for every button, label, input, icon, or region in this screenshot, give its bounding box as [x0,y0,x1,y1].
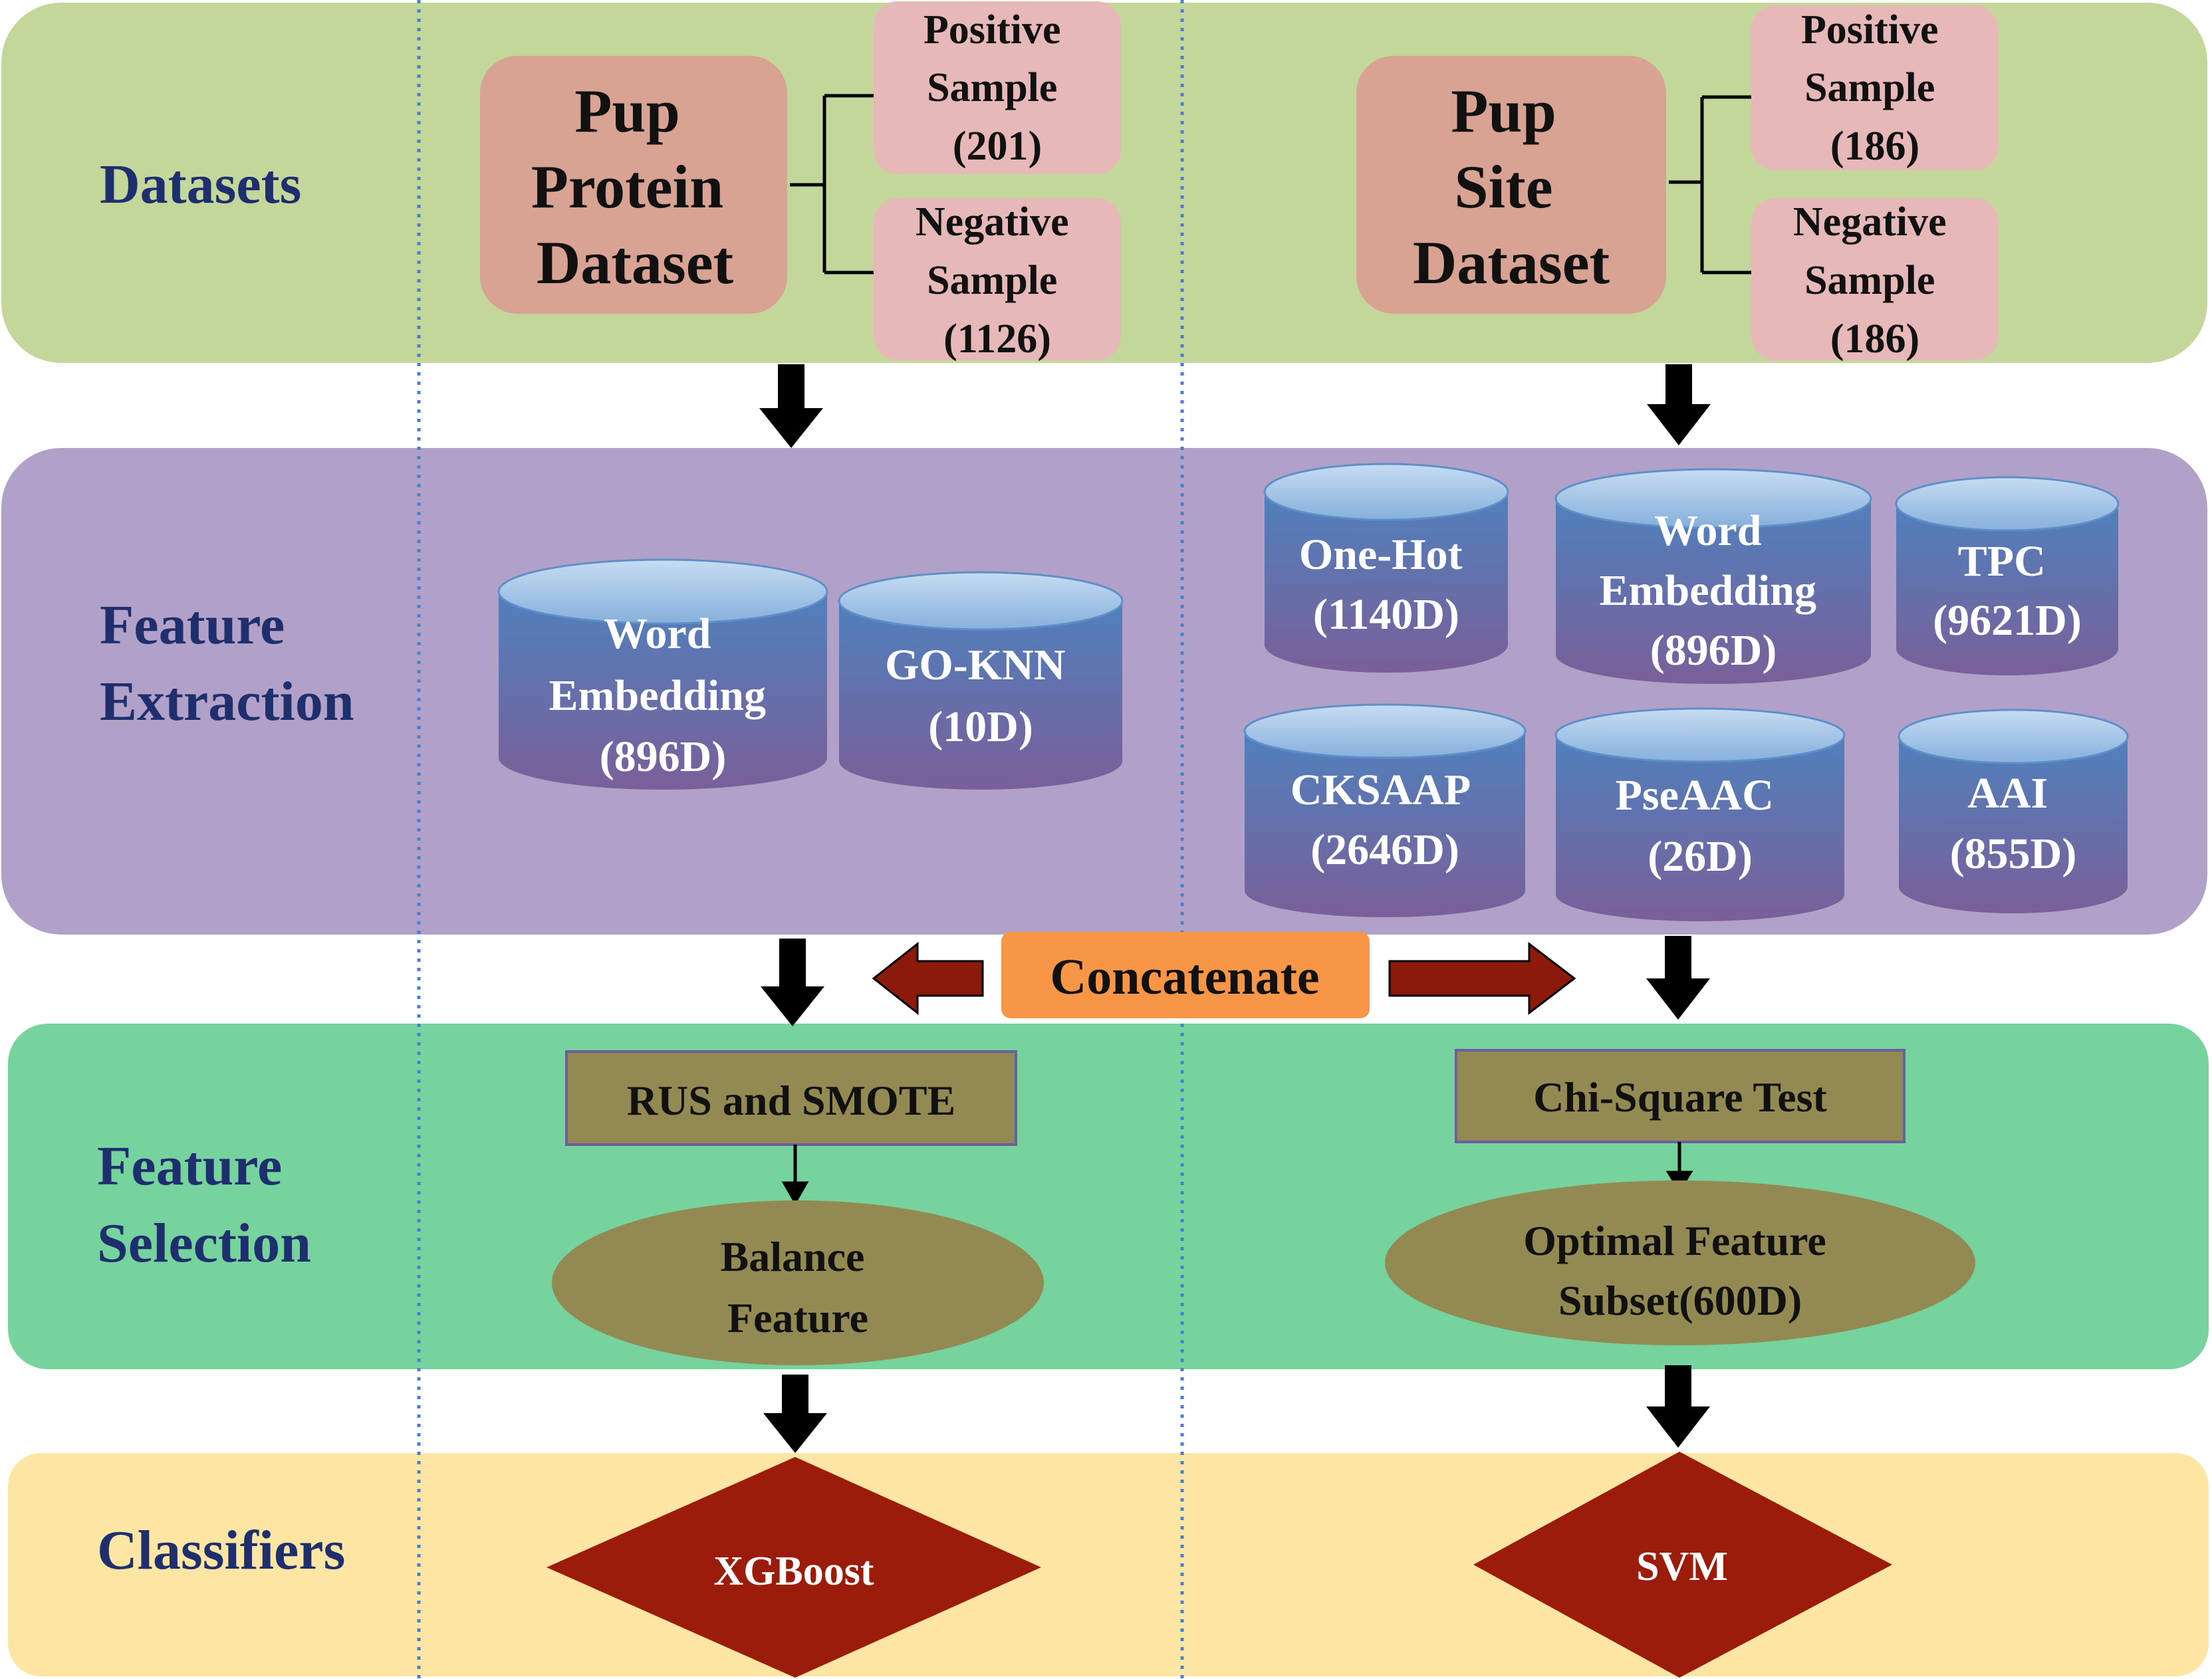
go-knn-label: GO-KNN (10D) [885,641,1076,751]
svm-diamond [1473,1452,1892,1678]
tpc-label: TPC (9621D) [1933,537,2082,645]
right-word-embedding-label: Word Embedding (896D) [1600,506,1828,675]
chi-square-label: Chi-Square Test [1533,1073,1827,1121]
left-word-embedding-cylinder [497,558,828,790]
xgboost-diamond [547,1457,1041,1678]
pseaac-label: PseAAC (26D) [1616,771,1785,881]
down-arrow-left-1 [759,364,823,448]
down-arrow-left-2 [761,939,824,1026]
balance-feature-label: Balance Feature [721,1233,876,1341]
cksaap-label: CKSAAP (2646D) [1290,766,1479,874]
pup-protein-dataset-label: Pup Protein Dataset [531,77,739,296]
band-label-feature-extraction: Feature Extraction [100,594,354,732]
optimal-feature-subset-ellipse [1385,1180,1975,1345]
cksaap-cylinder [1243,703,1527,917]
right-positive-sample-label: Positive Sample (186) [1801,7,1949,169]
tpc-cylinder [1895,476,2120,675]
small-arrow-left [781,1145,809,1206]
band-label-feature-selection: Feature Selection [97,1135,311,1274]
rus-smote-box [565,1050,1017,1146]
right-dataset-bracket [1669,95,1751,275]
right-negative-sample-box [1751,198,1999,360]
balance-feature-ellipse [552,1200,1044,1365]
right-negative-sample-label: Negative Sample (186) [1793,199,1957,362]
pup-protein-dataset-box [480,56,787,314]
optimal-feature-subset-label: Optimal Feature Subset(600D) [1523,1217,1837,1324]
pup-site-dataset-label: Pup Site Dataset [1413,77,1610,296]
left-positive-sample-label: Positive Sample (201) [923,7,1071,169]
aai-cylinder [1898,709,2129,913]
left-negative-sample-label: Negative Sample (1126) [916,199,1079,362]
pseaac-cylinder [1554,707,1846,921]
band-label-classifiers: Classifiers [97,1519,345,1581]
left-negative-sample-box [874,198,1121,360]
down-arrow-right-1 [1647,364,1711,445]
concatenate-arrow-left [872,941,984,1016]
down-arrow-left-3 [763,1375,827,1453]
aai-label: AAI (855D) [1950,769,2077,878]
band-label-datasets: Datasets [100,154,301,215]
one-hot-cylinder [1263,463,1509,673]
svm-label: SVM [1636,1544,1728,1589]
rus-smote-label: RUS and SMOTE [627,1077,955,1124]
right-positive-sample-box [1751,5,1999,170]
down-arrow-right-2 [1646,936,1710,1020]
down-arrow-right-3 [1646,1365,1710,1448]
concatenate-arrow-right [1388,941,1576,1016]
left-positive-sample-box [874,1,1121,174]
xgboost-label: XGBoost [713,1549,874,1594]
chi-square-box [1455,1049,1905,1143]
left-dataset-bracket [790,94,874,275]
left-word-embedding-label: Word Embedding (896D) [549,610,777,781]
concatenate-label: Concatenate [1050,949,1319,1005]
right-word-embedding-cylinder [1554,468,1872,684]
one-hot-label: One-Hot (1140D) [1299,530,1473,639]
pup-site-dataset-box [1356,56,1666,314]
concatenate-box [1001,932,1370,1018]
go-knn-cylinder [838,571,1124,790]
